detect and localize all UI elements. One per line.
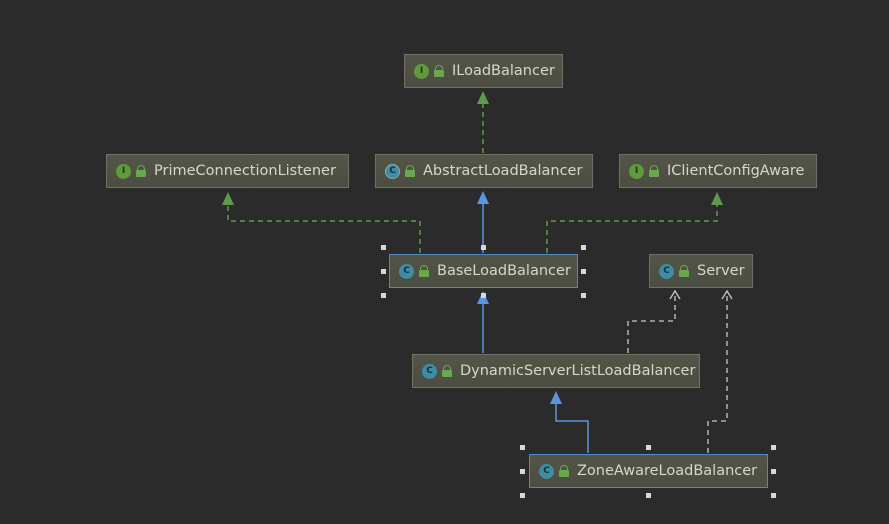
- public-lock-icon: [136, 165, 146, 177]
- node-dynamicserverlistloadbalancer[interactable]: C DynamicServerListLoadBalancer: [412, 354, 700, 388]
- public-lock-icon: [405, 165, 415, 177]
- resize-handle-base-bm[interactable]: [481, 293, 486, 298]
- public-lock-icon: [679, 265, 689, 277]
- resize-handle-zone-mr[interactable]: [771, 469, 776, 474]
- resize-handle-base-br[interactable]: [581, 293, 586, 298]
- public-lock-icon: [434, 65, 444, 77]
- arrowhead-iloadbalancer: [477, 91, 489, 104]
- node-label: IClientConfigAware: [667, 163, 805, 179]
- class-icon: C: [422, 363, 437, 379]
- class-icon: C: [539, 463, 554, 479]
- node-label: PrimeConnectionListener: [154, 163, 336, 179]
- resize-handle-zone-tl[interactable]: [520, 445, 525, 450]
- resize-handle-base-ml[interactable]: [381, 269, 386, 274]
- node-zoneawareloadbalancer[interactable]: C ZoneAwareLoadBalancer: [529, 454, 768, 488]
- abstract-class-icon: C: [385, 163, 400, 179]
- arrowhead-iclientconfigaware: [711, 192, 723, 205]
- node-label: DynamicServerListLoadBalancer: [460, 363, 696, 379]
- node-label: ILoadBalancer: [452, 63, 555, 79]
- resize-handle-base-mr[interactable]: [581, 269, 586, 274]
- arrowhead-abstractloadbalancer: [477, 191, 489, 204]
- resize-handle-base-tr[interactable]: [581, 245, 586, 250]
- edge-zoneaware-uses-server: [707, 291, 728, 453]
- public-lock-icon: [419, 265, 429, 277]
- resize-handle-base-bl[interactable]: [381, 293, 386, 298]
- resize-handle-zone-tr[interactable]: [771, 445, 776, 450]
- node-iloadbalancer[interactable]: I ILoadBalancer: [404, 54, 563, 88]
- interface-icon: I: [116, 163, 131, 179]
- resize-handle-base-tl[interactable]: [381, 245, 386, 250]
- open-arrow-server-1: [669, 289, 681, 300]
- node-label: ZoneAwareLoadBalancer: [577, 463, 758, 479]
- edge-dynamic-uses-server: [627, 291, 676, 353]
- public-lock-icon: [442, 365, 452, 377]
- resize-handle-base-tm[interactable]: [481, 245, 486, 250]
- node-label: BaseLoadBalancer: [437, 263, 571, 279]
- node-baseloadbalancer[interactable]: C BaseLoadBalancer: [389, 254, 578, 288]
- resize-handle-zone-bm[interactable]: [646, 493, 651, 498]
- node-server[interactable]: C Server: [649, 254, 753, 288]
- node-primeconnectionlistener[interactable]: I PrimeConnectionListener: [106, 154, 349, 188]
- arrowhead-primeconnectionlistener: [222, 192, 234, 205]
- resize-handle-zone-ml[interactable]: [520, 469, 525, 474]
- edge-zoneaware-extends-dynamic: [555, 404, 589, 453]
- node-iclientconfigaware[interactable]: I IClientConfigAware: [619, 154, 817, 188]
- node-label: AbstractLoadBalancer: [423, 163, 583, 179]
- class-icon: C: [399, 263, 414, 279]
- arrowhead-dynamicserverlist: [550, 391, 562, 404]
- resize-handle-zone-br[interactable]: [771, 493, 776, 498]
- class-icon: C: [659, 263, 674, 279]
- resize-handle-zone-tm[interactable]: [646, 445, 651, 450]
- interface-icon: I: [414, 63, 429, 79]
- edge-base-implements-primeconnectionlistener: [227, 205, 421, 253]
- open-arrow-server-2: [721, 289, 733, 300]
- public-lock-icon: [649, 165, 659, 177]
- node-abstractloadbalancer[interactable]: C AbstractLoadBalancer: [375, 154, 593, 188]
- edge-base-implements-iclientconfigaware: [546, 205, 718, 253]
- public-lock-icon: [559, 465, 569, 477]
- interface-icon: I: [629, 163, 644, 179]
- node-label: Server: [697, 263, 745, 279]
- resize-handle-zone-bl[interactable]: [520, 493, 525, 498]
